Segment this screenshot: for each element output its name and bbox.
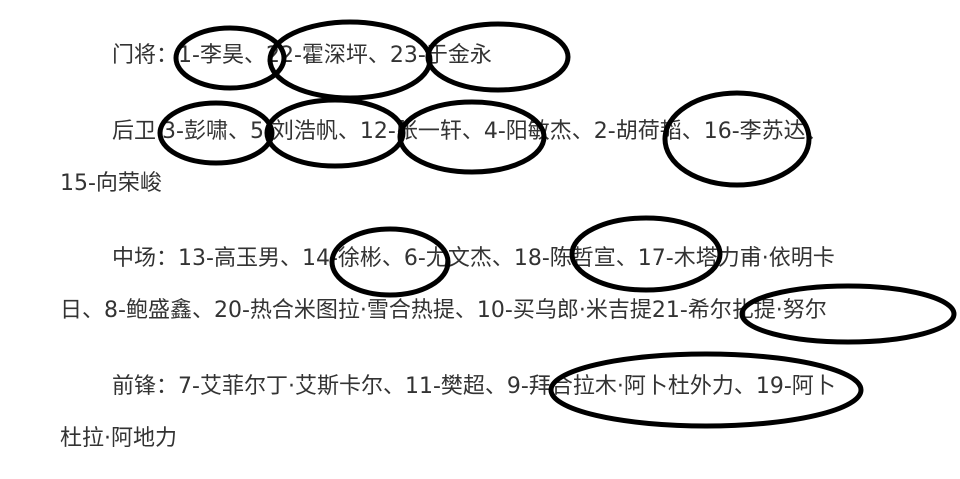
midfielders-line: 中场：13-高玉男、14-徐彬、6-尤文杰、18-陈哲宣、17-木塔力甫·依明卡 [0,244,960,274]
position-label: 门将： [112,43,179,68]
player-entry: 4-阳敏杰、 [483,119,594,144]
player-entry: 1-李昊、 [178,43,266,68]
player-entry: 14-徐彬、 [301,246,404,271]
player-entry: 2-胡荷韬、 [593,119,704,144]
player-entry: 15-向荣峻 [60,171,162,196]
player-entry: 17-木塔力甫·依明卡 [637,246,835,271]
position-label: 中场： [112,246,179,271]
player-entry: 7-艾菲尔丁·艾斯卡尔、 [178,374,405,399]
player-entry: 20-热合米图拉·雪合热提、 [213,298,477,323]
player-entry: 22-霍深坪、 [265,43,390,68]
player-entry: 19-阿卜 [755,374,836,399]
forwards-line: 前锋：7-艾菲尔丁·艾斯卡尔、11-樊超、9-拜合拉木·阿卜杜外力、19-阿卜 [0,372,960,402]
player-entry: 3-彭啸、 [162,119,250,144]
player-entry: 6-尤文杰、 [403,246,514,271]
position-label: 前锋： [112,374,179,399]
position-label: 后卫 [112,119,157,144]
player-entry: 21-希尔扎提·努尔 [651,298,827,323]
player-entry: 11-樊超、 [404,374,507,399]
player-entry: 5-刘浩帆、 [249,119,360,144]
forwards-line-continued: 杜拉·阿地力 [0,424,960,454]
player-entry: 23-于金永 [389,43,492,68]
player-entry: 10-买乌郎·米吉提 [476,298,652,323]
defenders-line-continued: 15-向荣峻 [0,169,960,199]
player-entry: 杜拉·阿地力 [60,426,177,451]
player-entry: 18-陈哲宣、 [513,246,638,271]
midfielders-line-continued: 日、8-鲍盛鑫、20-热合米图拉·雪合热提、10-买乌郎·米吉提21-希尔扎提·… [0,296,960,326]
player-entry: 日、 [60,298,105,323]
player-entry: 13-高玉男、 [178,246,302,271]
player-entry: 12-张一轩、 [359,119,484,144]
player-entry: 9-拜合拉木·阿卜杜外力、 [506,374,756,399]
player-entry: 8-鲍盛鑫、 [104,298,214,323]
goalkeepers-line: 门将：1-李昊、22-霍深坪、23-于金永 [0,41,960,71]
player-entry: 16-李苏达、 [703,119,828,144]
